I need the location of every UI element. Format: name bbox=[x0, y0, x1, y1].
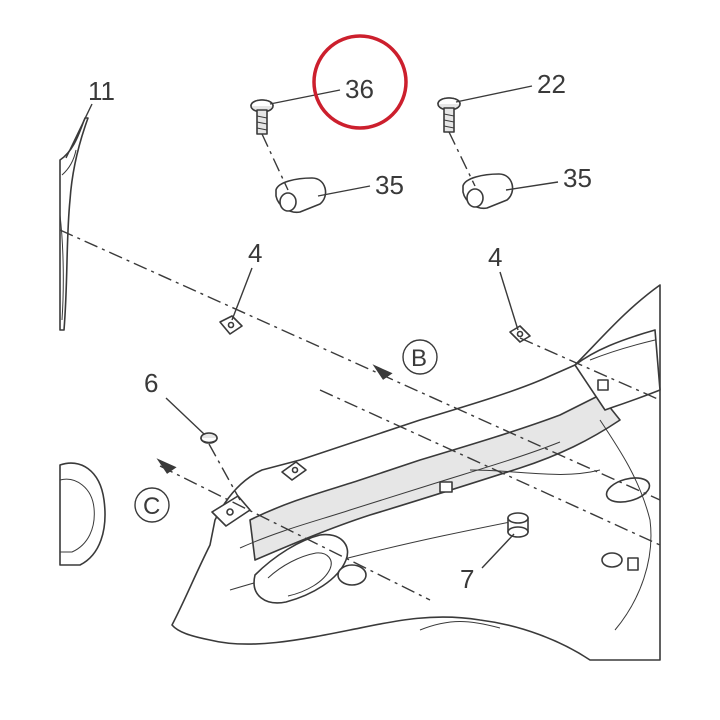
frame-part-11 bbox=[59, 117, 89, 331]
leader-lines bbox=[65, 85, 559, 569]
view-marker-c: C bbox=[143, 493, 160, 520]
clip-nut-4-left bbox=[219, 315, 243, 335]
callout-35-right: 35 bbox=[563, 163, 592, 193]
highlight-ring bbox=[312, 34, 408, 130]
lower-left-component bbox=[59, 462, 106, 566]
main-bracket bbox=[171, 284, 661, 661]
view-c-arrow bbox=[156, 458, 177, 474]
callout-6: 6 bbox=[144, 368, 158, 398]
bolt-6 bbox=[200, 432, 218, 444]
view-marker-b: B bbox=[411, 345, 427, 372]
callout-11: 11 bbox=[88, 76, 115, 106]
view-b-arrow bbox=[372, 364, 393, 380]
clamp-35-left bbox=[275, 177, 327, 214]
clip-nut-4-right bbox=[509, 325, 531, 343]
callout-4-left: 4 bbox=[248, 238, 262, 268]
assembly-lines bbox=[59, 131, 661, 601]
callout-4-right: 4 bbox=[488, 242, 502, 272]
clamp-35-right bbox=[462, 173, 514, 210]
screw-22 bbox=[437, 97, 461, 133]
callout-35-left: 35 bbox=[375, 170, 404, 200]
screw-36 bbox=[250, 99, 274, 135]
callout-36: 36 bbox=[345, 74, 374, 104]
grommet-7 bbox=[507, 512, 529, 538]
callout-7: 7 bbox=[460, 564, 474, 594]
callout-22: 22 bbox=[537, 69, 566, 99]
